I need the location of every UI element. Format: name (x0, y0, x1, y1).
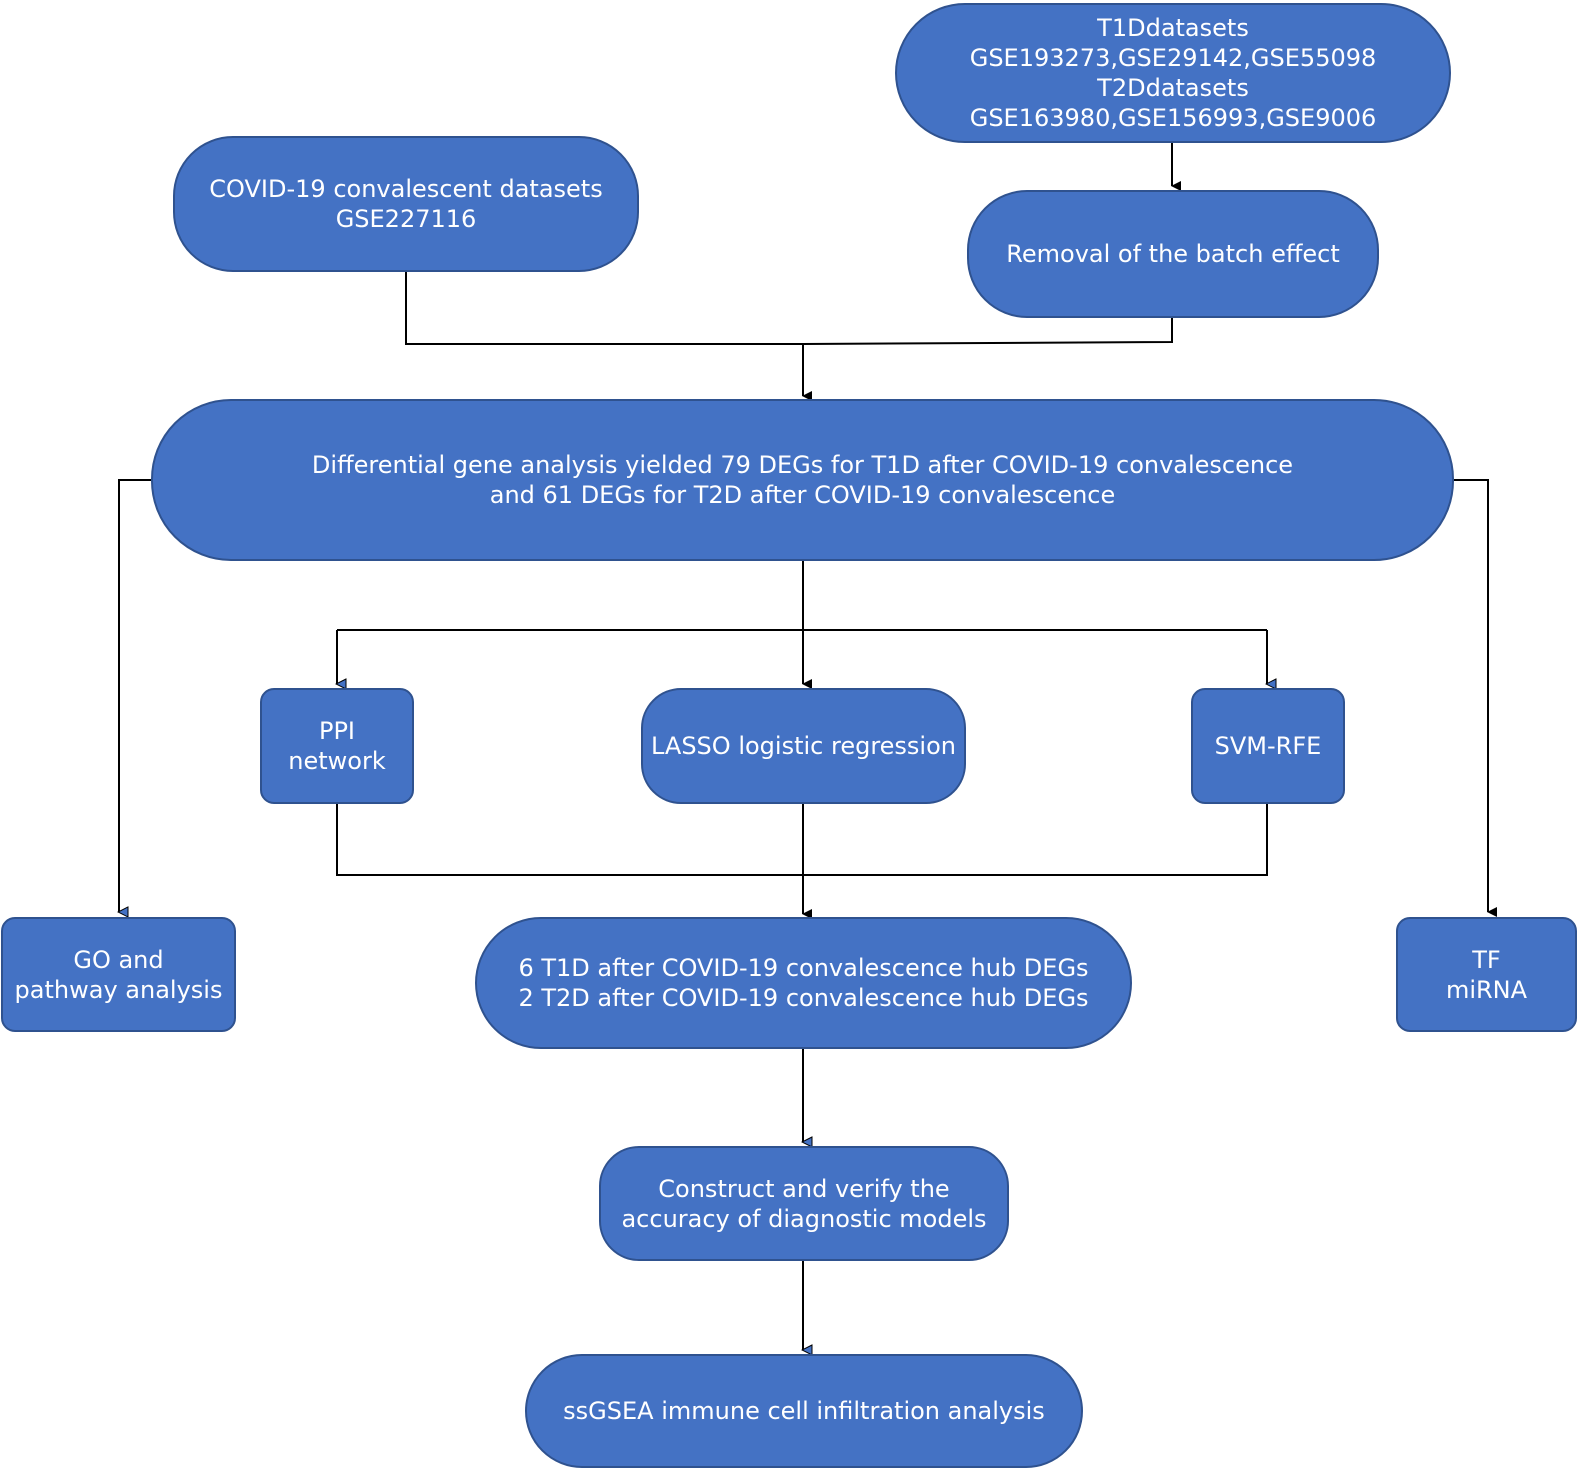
node-text: SVM-RFE (1214, 732, 1322, 760)
node-text: pathway analysis (14, 975, 223, 1004)
node-text: GSE193273,GSE29142,GSE55098 (969, 44, 1377, 72)
node-text: Construct and verify the (658, 1174, 950, 1203)
node-ppi-network: PPI network (260, 688, 414, 804)
node-covid-datasets: COVID-19 convalescent datasets GSE227116 (173, 136, 639, 272)
edge-differential-to-tf (1452, 479, 1497, 917)
node-text: GO and (73, 945, 164, 974)
node-text: Differential gene analysis yielded 79 DE… (311, 451, 1294, 479)
node-text: GSE227116 (335, 205, 477, 233)
node-text: GSE163980,GSE156993,GSE9006 (969, 104, 1377, 132)
edge-batch-to-merge (802, 316, 1173, 345)
node-batch-effect: Removal of the batch effect (967, 190, 1379, 318)
node-svm-rfe: SVM-RFE (1191, 688, 1345, 804)
node-text: ssGSEA immune cell infiltration analysis (563, 1397, 1045, 1425)
node-text: TF (1472, 945, 1501, 974)
edge-differential-to-go (119, 479, 152, 912)
node-text: T1Ddatasets (1097, 14, 1249, 42)
node-text: Removal of the batch effect (1006, 240, 1340, 268)
node-text: LASSO logistic regression (650, 732, 956, 760)
node-lasso-regression: LASSO logistic regression (641, 688, 966, 804)
node-diagnostic-models: Construct and verify the accuracy of dia… (599, 1146, 1009, 1261)
node-text: and 61 DEGs for T2D after COVID-19 conva… (489, 481, 1116, 509)
node-text: 2 T2D after COVID-19 convalescence hub D… (518, 984, 1089, 1012)
node-tf-mirna: TF miRNA (1396, 917, 1577, 1032)
node-ssgsea: ssGSEA immune cell infiltration analysis (525, 1354, 1083, 1468)
node-go-pathway: GO and pathway analysis (1, 917, 236, 1032)
node-text: T2Ddatasets (1097, 74, 1249, 102)
node-text: PPI (318, 717, 356, 745)
node-hub-degs: 6 T1D after COVID-19 convalescence hub D… (475, 917, 1132, 1049)
node-text: COVID-19 convalescent datasets (209, 175, 603, 203)
edge-covid-to-merge (405, 272, 803, 345)
node-text: network (288, 747, 386, 775)
node-text: 6 T1D after COVID-19 convalescence hub D… (518, 954, 1089, 982)
node-t1d-t2d-datasets: T1Ddatasets GSE193273,GSE29142,GSE55098 … (895, 3, 1451, 143)
node-differential-analysis: Differential gene analysis yielded 79 DE… (151, 399, 1454, 561)
node-text: miRNA (1445, 975, 1528, 1004)
node-text: accuracy of diagnostic models (621, 1204, 987, 1233)
